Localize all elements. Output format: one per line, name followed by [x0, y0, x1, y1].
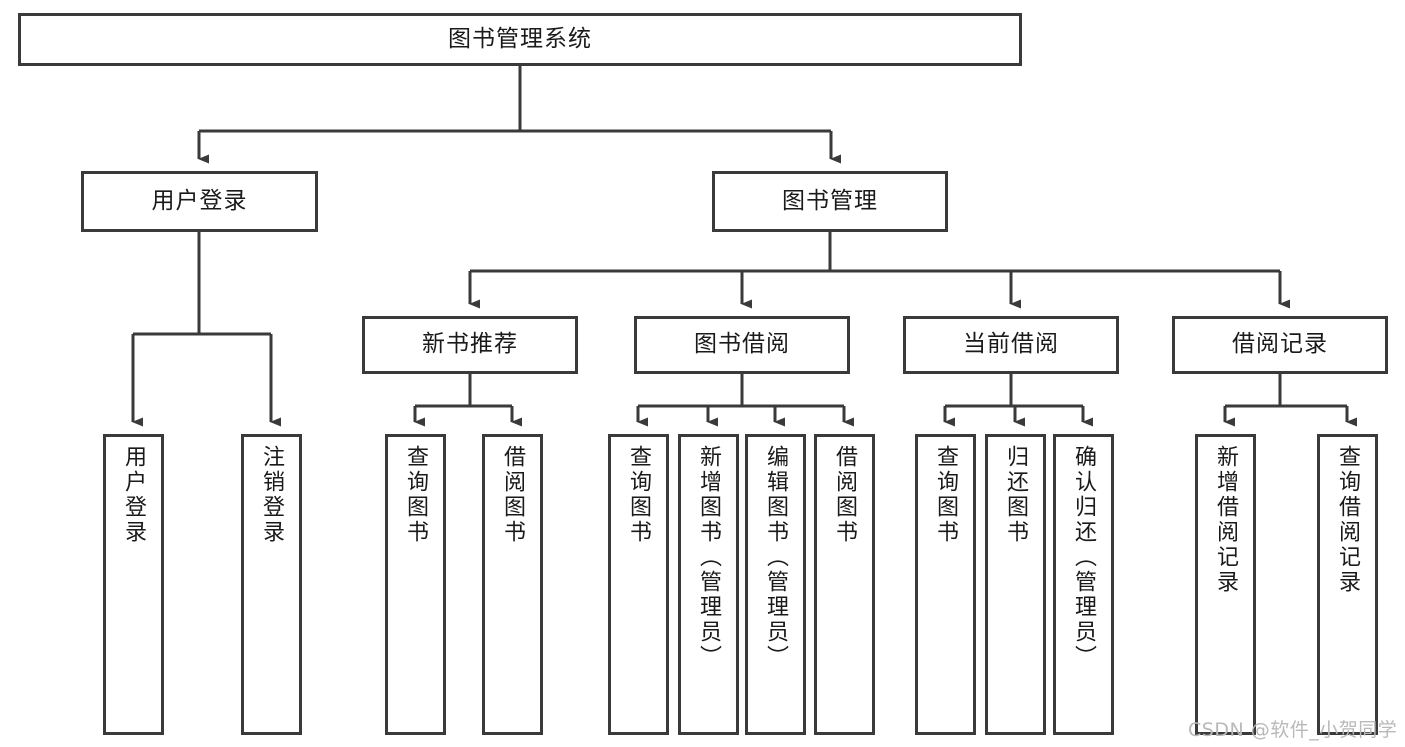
leaf-user-login[interactable]: 用户登录 — [103, 434, 164, 735]
leaf-confirm-return-admin[interactable]: 确认归还（管理员） — [1053, 434, 1114, 735]
node-label: 图书借阅 — [694, 331, 790, 358]
node-label: 图书管理 — [782, 187, 878, 214]
leaf-label: 新增借阅记录 — [1213, 445, 1239, 595]
leaf-query-book-current[interactable]: 查询图书 — [915, 434, 976, 735]
leaf-label: 归还图书 — [1003, 445, 1029, 545]
leaf-return-book[interactable]: 归还图书 — [985, 434, 1046, 735]
leaf-add-borrow-record[interactable]: 新增借阅记录 — [1195, 434, 1256, 735]
leaf-label: 借阅图书 — [832, 445, 858, 545]
node-borrow-record[interactable]: 借阅记录 — [1172, 316, 1388, 374]
leaf-query-book-borrow[interactable]: 查询图书 — [608, 434, 669, 735]
leaf-label: 查询图书 — [403, 445, 429, 545]
leaf-borrow-book-recommend[interactable]: 借阅图书 — [482, 434, 543, 735]
node-book-borrow[interactable]: 图书借阅 — [634, 316, 850, 374]
leaf-query-book-recommend[interactable]: 查询图书 — [385, 434, 446, 735]
leaf-label: 新增图书（管理员） — [696, 445, 722, 670]
leaf-label: 注销登录 — [259, 445, 285, 545]
node-book-management[interactable]: 图书管理 — [712, 171, 948, 232]
csdn-watermark: CSDN @软件_小贺同学 — [1188, 719, 1398, 741]
leaf-label: 查询图书 — [933, 445, 959, 545]
node-new-book-recommend[interactable]: 新书推荐 — [362, 316, 578, 374]
leaf-label: 确认归还（管理员） — [1071, 445, 1097, 670]
node-label: 当前借阅 — [963, 331, 1059, 358]
leaf-label: 编辑图书（管理员） — [763, 445, 789, 670]
node-user-login[interactable]: 用户登录 — [81, 171, 318, 232]
node-current-borrow[interactable]: 当前借阅 — [903, 316, 1119, 374]
leaf-edit-book-admin[interactable]: 编辑图书（管理员） — [745, 434, 806, 735]
leaf-query-borrow-record[interactable]: 查询借阅记录 — [1317, 434, 1378, 735]
leaf-label: 查询借阅记录 — [1335, 445, 1361, 595]
leaf-label: 查询图书 — [626, 445, 652, 545]
leaf-label: 借阅图书 — [500, 445, 526, 545]
node-label: 新书推荐 — [422, 331, 518, 358]
leaf-borrow-book[interactable]: 借阅图书 — [814, 434, 875, 735]
leaf-label: 用户登录 — [121, 445, 147, 545]
node-root-system[interactable]: 图书管理系统 — [18, 13, 1022, 66]
node-label: 用户登录 — [151, 187, 248, 214]
node-label: 图书管理系统 — [448, 25, 592, 52]
node-label: 借阅记录 — [1232, 331, 1328, 358]
leaf-logout[interactable]: 注销登录 — [241, 434, 302, 735]
leaf-add-book-admin[interactable]: 新增图书（管理员） — [678, 434, 739, 735]
